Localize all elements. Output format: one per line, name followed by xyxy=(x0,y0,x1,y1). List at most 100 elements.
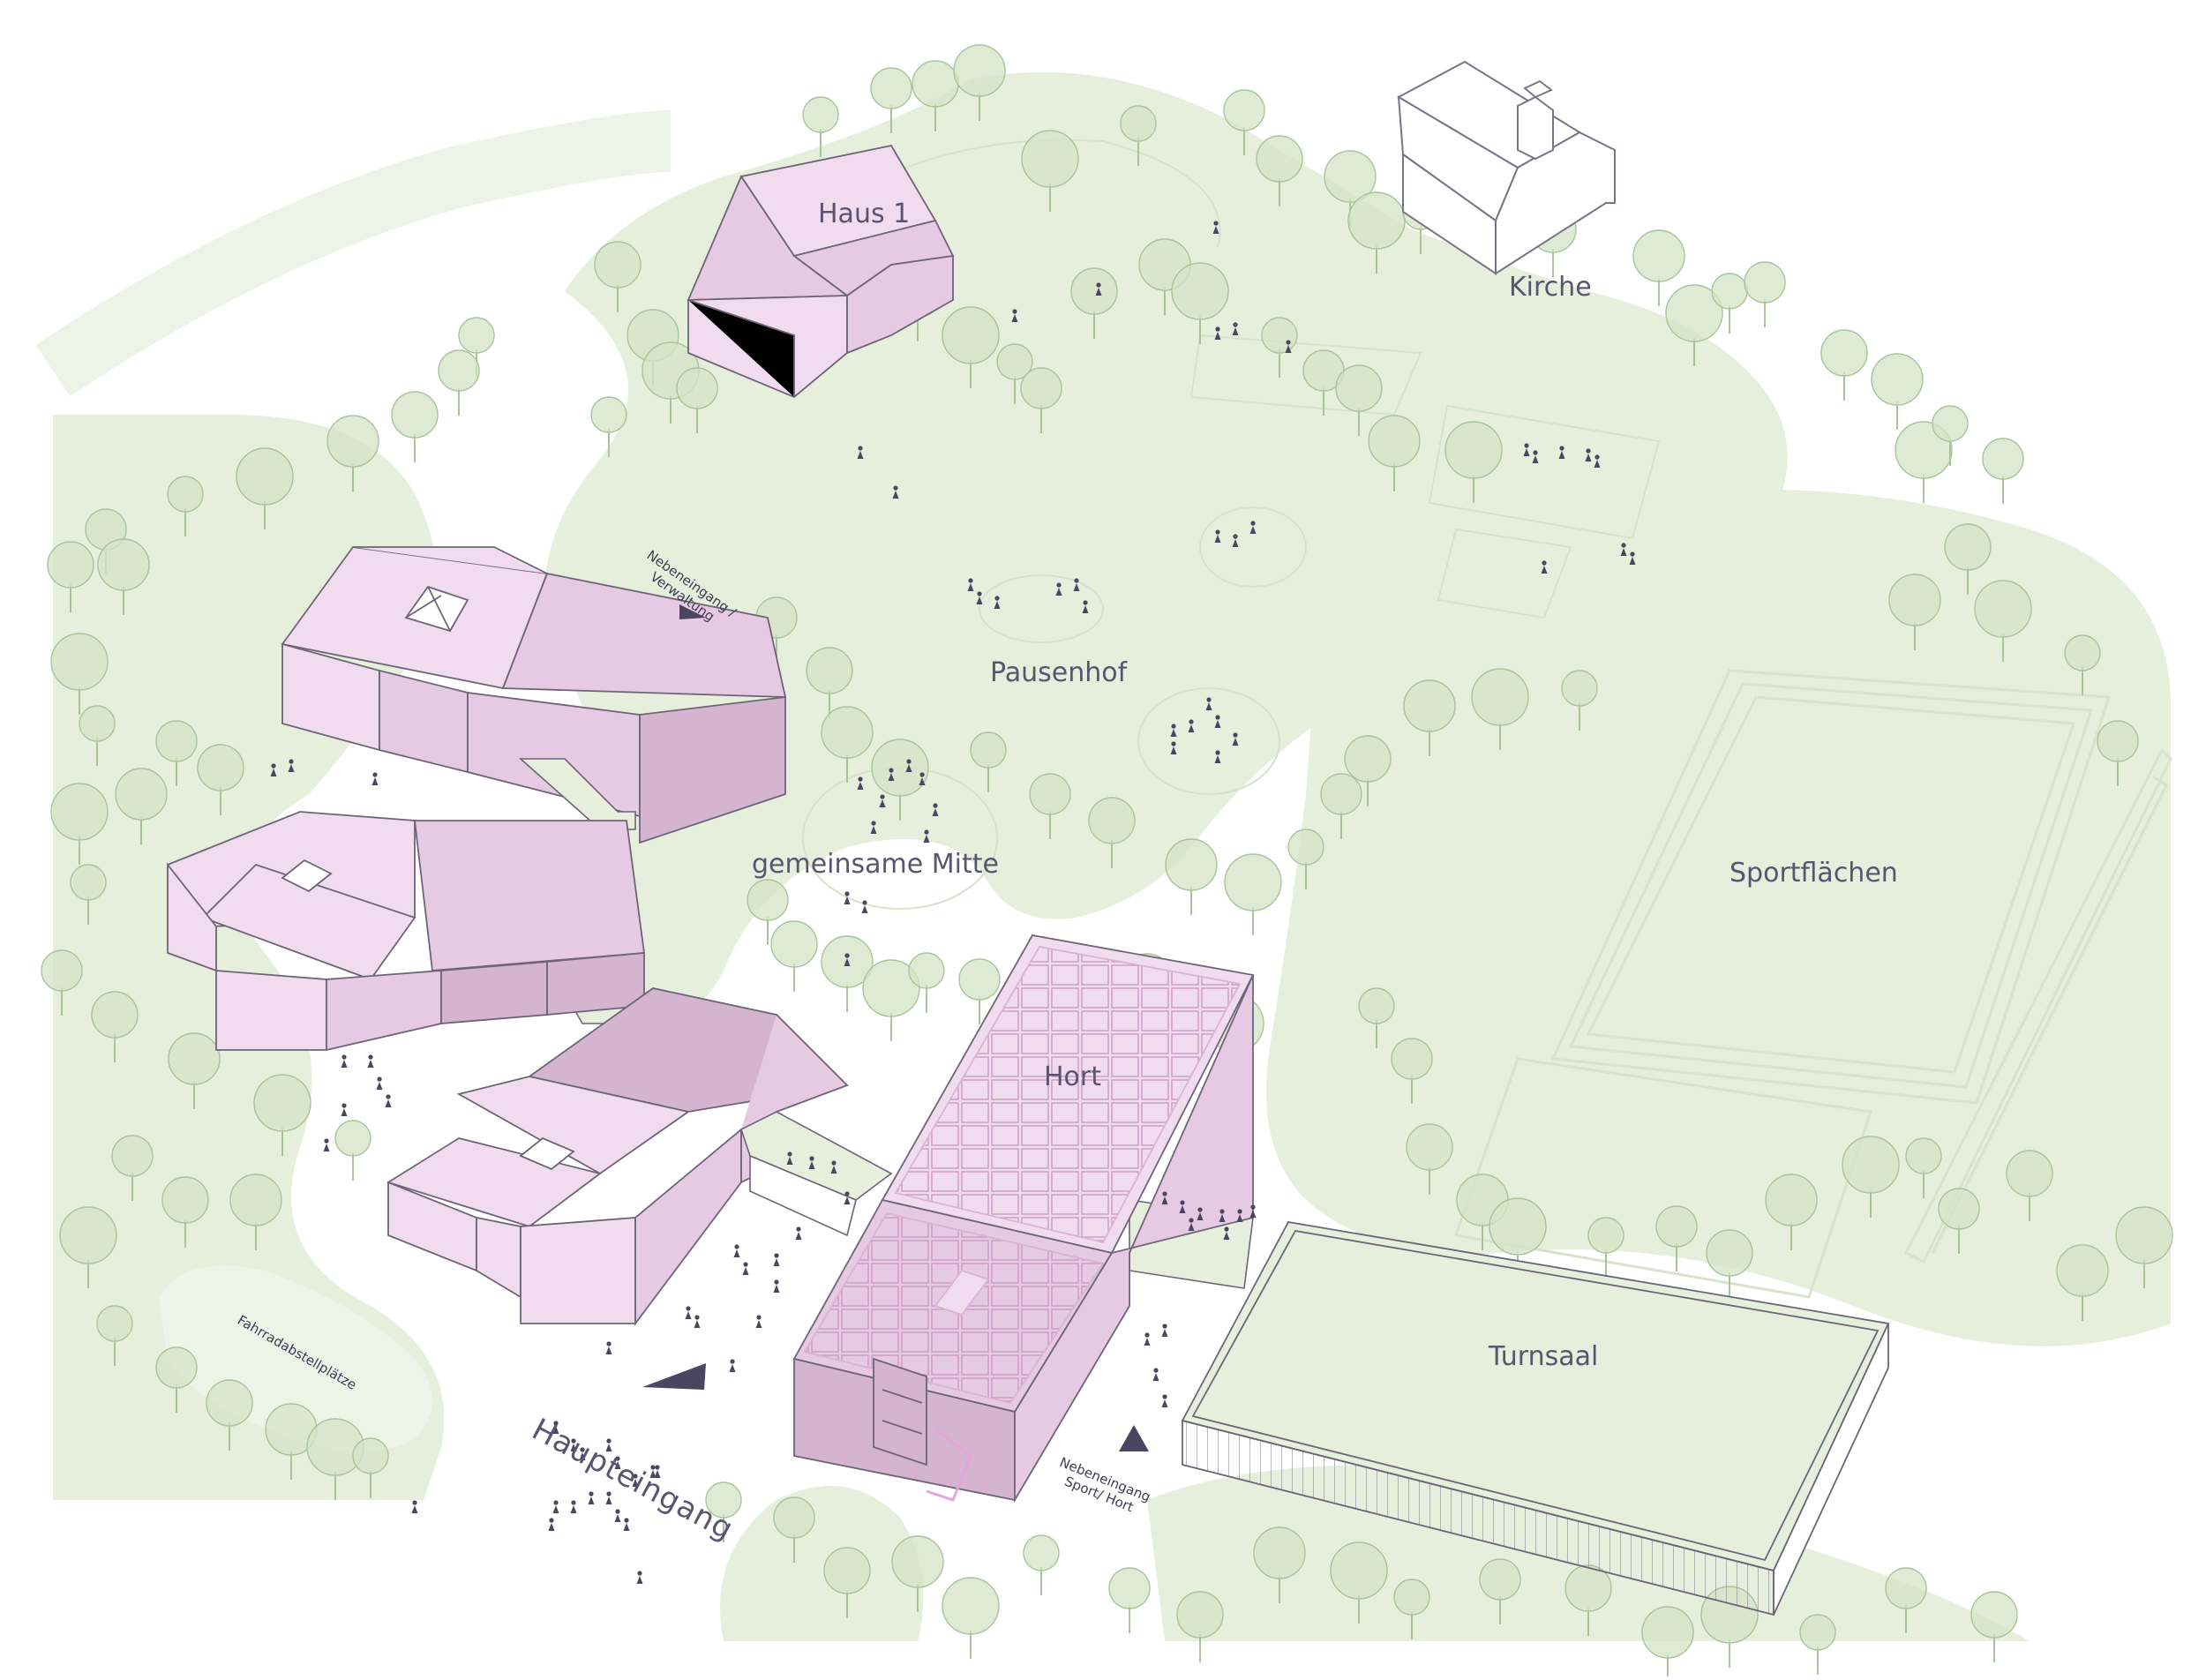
tree xyxy=(1020,367,1062,409)
tree xyxy=(167,476,204,513)
person-body xyxy=(857,782,864,790)
person-body xyxy=(994,601,1001,609)
person-head xyxy=(1250,1204,1256,1210)
tree xyxy=(2064,634,2101,671)
person-head xyxy=(1586,448,1591,454)
tree xyxy=(1320,773,1362,815)
tree xyxy=(1330,1541,1388,1600)
building-hort xyxy=(792,934,1255,1504)
tree xyxy=(1905,1137,1942,1174)
tree xyxy=(168,1032,221,1085)
tree xyxy=(2056,1244,2109,1297)
person-head xyxy=(743,1262,748,1267)
tree xyxy=(942,306,1000,364)
building-school-wing-north xyxy=(281,546,787,844)
person-body xyxy=(1223,1232,1230,1240)
person-body xyxy=(1232,738,1239,746)
person-body xyxy=(1523,448,1530,456)
person-body xyxy=(1236,1214,1243,1222)
tree xyxy=(50,783,109,841)
tree xyxy=(458,317,495,354)
tree xyxy=(747,879,789,921)
tree xyxy=(1479,1558,1521,1601)
person-body xyxy=(733,1249,740,1257)
tree xyxy=(229,1174,282,1226)
person-body xyxy=(685,1311,692,1319)
person-body xyxy=(371,777,379,785)
arrow-haupteingang xyxy=(642,1363,706,1390)
person-head xyxy=(1524,443,1529,448)
tree xyxy=(59,1206,117,1264)
tree xyxy=(1324,150,1377,203)
tree xyxy=(870,67,912,109)
person-head xyxy=(1162,1394,1167,1399)
tree xyxy=(1403,679,1456,732)
tree xyxy=(438,349,480,392)
person-head xyxy=(386,1094,391,1099)
person-body xyxy=(976,596,983,604)
person-head xyxy=(1162,1324,1167,1329)
person-body xyxy=(1629,557,1636,565)
tree xyxy=(1023,1534,1060,1571)
person-head xyxy=(977,591,982,596)
person-head xyxy=(906,759,912,764)
person-head xyxy=(1630,551,1635,557)
tree xyxy=(1171,262,1229,320)
person-body xyxy=(1249,526,1257,534)
tree xyxy=(1391,1038,1433,1080)
person-head xyxy=(1144,1332,1150,1338)
tree xyxy=(352,1437,389,1474)
person-head xyxy=(1074,578,1079,583)
person-body xyxy=(1095,288,1102,296)
person-body xyxy=(844,896,851,904)
tree xyxy=(41,949,83,992)
tree xyxy=(970,731,1007,769)
tree xyxy=(1932,405,1969,442)
person-body xyxy=(892,491,899,499)
building-school-wing-middle xyxy=(166,811,646,1052)
tree xyxy=(1253,1526,1306,1579)
person-body xyxy=(605,1444,612,1451)
person-body xyxy=(1188,1223,1195,1231)
person-body xyxy=(932,808,939,816)
tree xyxy=(1444,421,1503,479)
tree xyxy=(871,739,929,797)
lawn-bottom-left xyxy=(720,1486,924,1641)
tree xyxy=(1287,829,1324,866)
person-head xyxy=(844,953,850,958)
person-head xyxy=(1197,1207,1203,1212)
person-body xyxy=(1179,1205,1186,1213)
tree xyxy=(253,1074,311,1132)
building-school-wing-south xyxy=(386,987,849,1326)
arrow-nebeneingang-sport xyxy=(1119,1425,1149,1451)
person-body xyxy=(919,777,926,785)
tree xyxy=(1655,1205,1698,1248)
tree xyxy=(1799,1614,1836,1651)
label-hort: Hort xyxy=(1044,1061,1102,1092)
tree xyxy=(773,1496,815,1539)
person-head xyxy=(809,1156,814,1161)
tree xyxy=(50,633,109,691)
person-head xyxy=(844,891,850,896)
tree xyxy=(1944,523,1992,571)
tree xyxy=(1358,987,1395,1024)
person-head xyxy=(1237,1209,1242,1214)
person-head xyxy=(606,1438,612,1444)
tree xyxy=(1224,853,1282,911)
person-head xyxy=(686,1306,691,1311)
person-head xyxy=(889,768,894,773)
person-body xyxy=(795,1232,802,1240)
person-head xyxy=(734,1244,739,1249)
person-body xyxy=(1620,548,1627,556)
tree xyxy=(590,396,627,433)
person-body xyxy=(1214,720,1221,728)
person-head xyxy=(324,1138,329,1144)
person-body xyxy=(742,1267,749,1275)
tree xyxy=(236,447,294,506)
person-head xyxy=(580,1447,585,1452)
person-head xyxy=(1215,326,1220,332)
tree xyxy=(1471,668,1529,726)
person-head xyxy=(1250,521,1256,526)
tree xyxy=(1070,267,1118,315)
person-head xyxy=(377,1076,382,1082)
